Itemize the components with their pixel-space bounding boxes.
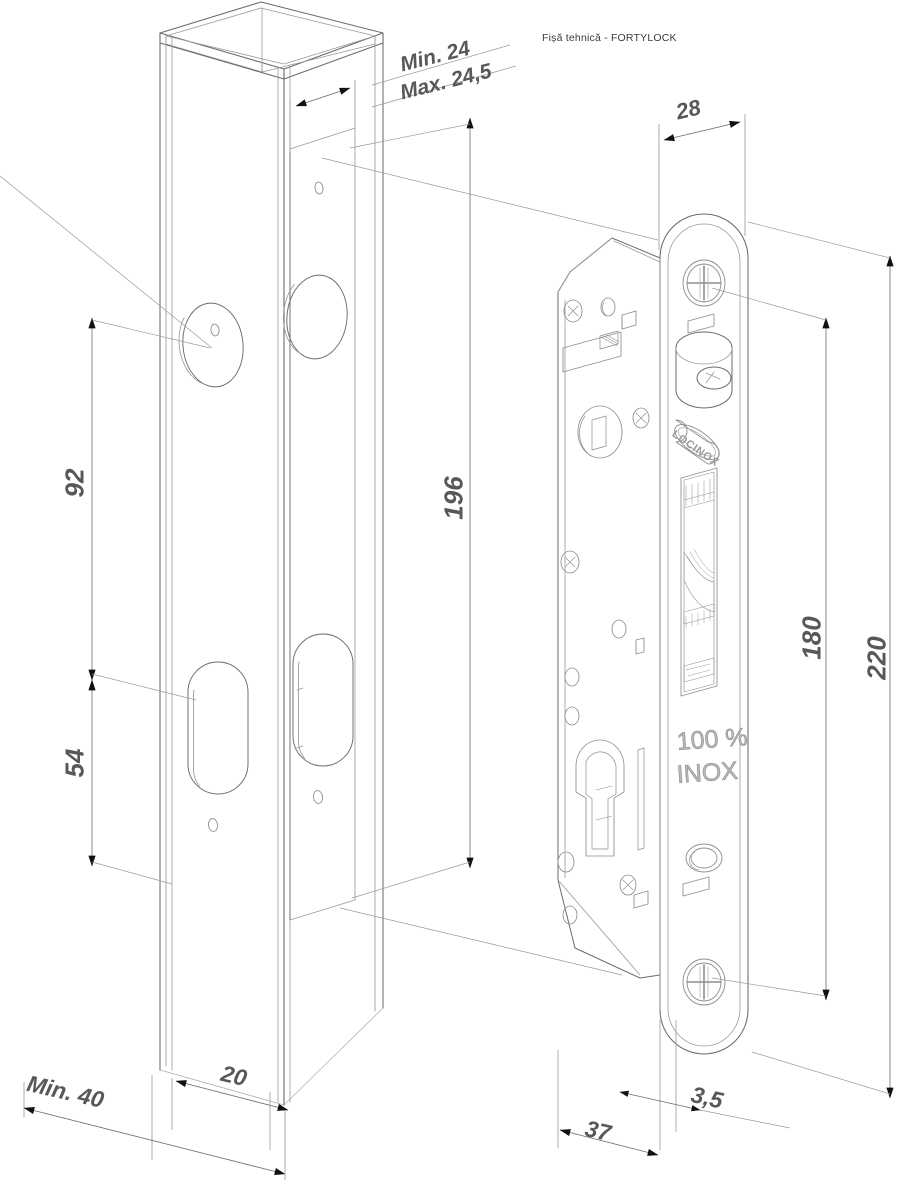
faceplate-screw-top [682,259,726,307]
post-hole-upper-left [178,302,244,388]
dim-label-20: 20 [218,1060,250,1092]
post-hole-upper-right [282,274,348,360]
post-slot-lower-left [187,661,249,795]
dim-label-92: 92 [59,468,90,498]
faceplate-screw-bottom [682,958,726,1006]
dim-92 [88,317,211,701]
faceplate-text-100-percent: 100 % [675,723,749,756]
dim-label-220: 220 [861,636,892,680]
post-right-face [283,32,384,1106]
dim-20 [171,1078,289,1150]
dim-label-180: 180 [796,616,827,660]
post-top-opening [159,1,384,80]
locinox-logo-badge [674,419,720,465]
post-cutaway-panel [289,127,356,921]
faceplate-latch-aperture [680,467,718,697]
dim-196 [349,117,474,899]
dim-3-5 [619,1020,791,1132]
faceplate-keyway [685,843,723,873]
dim-label-28: 28 [673,94,704,125]
faceplate-recesses [682,313,715,897]
dim-28 [658,114,746,250]
dim-label-37: 37 [582,1115,614,1147]
thumb-turn-knob[interactable] [675,331,733,409]
dim-min-40 [23,1075,286,1180]
sheet-header-title: Fișă tehnică - FORTYLOCK [542,32,677,44]
faceplate-text-inox: INOX [675,756,740,789]
leader-lines [0,157,659,976]
lock-mechanism-detail [557,297,650,925]
post-fixing-holes [208,181,324,832]
lock-faceplate [659,213,749,1055]
post-slot-lower-right [292,633,354,767]
dim-label-54: 54 [59,748,90,778]
dim-label-196: 196 [438,476,469,520]
post-left-face [159,32,285,1106]
dim-post-width [289,44,517,152]
dimension-lines [0,44,894,1180]
dim-37 [557,1020,661,1156]
dim-54 [88,679,173,885]
dim-180 [711,287,830,1001]
fortylock-lock-body [557,213,749,1055]
dim-220 [747,221,894,1099]
gate-post-assembly [159,1,384,1106]
